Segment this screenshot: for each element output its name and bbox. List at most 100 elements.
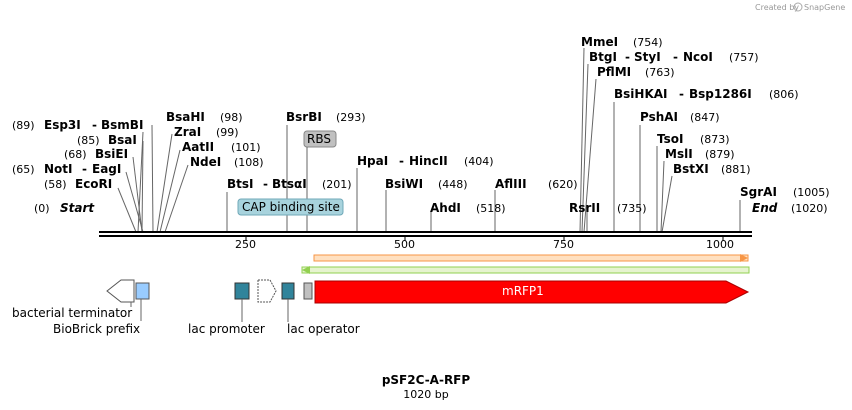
site-tsoi[interactable]: TsoI (873) <box>657 132 730 146</box>
tick-500: 500 <box>394 238 415 251</box>
leader-ecori <box>117 187 137 233</box>
site-btsi[interactable]: BtsI - BtsαI (201) <box>227 177 352 191</box>
svg-text:Bsp1286I: Bsp1286I <box>689 87 752 101</box>
orf-reverse-green[interactable] <box>301 266 750 274</box>
svg-text:PshAI: PshAI <box>640 110 678 124</box>
site-msli[interactable]: MslI (879) <box>665 147 735 161</box>
rbs-box[interactable] <box>303 282 313 300</box>
svg-text:(1020): (1020) <box>791 202 828 215</box>
site-ecori[interactable]: (58) EcoRI <box>44 177 112 191</box>
svg-text:Esp3I: Esp3I <box>44 118 81 132</box>
site-esp3i[interactable]: (89) Esp3I - BsmBI <box>12 118 143 132</box>
cap-site-arrow[interactable] <box>257 279 277 303</box>
svg-text:(89): (89) <box>12 119 35 132</box>
svg-text:(806): (806) <box>769 88 799 101</box>
leader-msli <box>660 160 665 233</box>
site-noti[interactable]: (65) NotI - EagI <box>12 162 121 176</box>
svg-text:AhdI: AhdI <box>430 201 461 215</box>
leader-bsiei <box>132 156 143 233</box>
leader-zrai <box>156 133 173 233</box>
biobrick-prefix-box[interactable] <box>135 282 150 300</box>
svg-text:(735): (735) <box>617 202 647 215</box>
map-subtitle: 1020 bp <box>403 388 448 401</box>
svg-text:StyI: StyI <box>634 50 661 64</box>
leader-ndei <box>164 164 189 233</box>
feature-cap-label[interactable]: CAP binding site <box>237 198 344 216</box>
lac-promoter-box[interactable] <box>234 282 250 300</box>
svg-text:-: - <box>679 87 684 101</box>
biobrick-prefix-label: BioBrick prefix <box>53 322 140 336</box>
feature-rbs-label[interactable]: RBS <box>303 130 337 148</box>
site-bsai[interactable]: (85) BsaI <box>77 133 137 147</box>
mrfp1-label: mRFP1 <box>502 284 544 298</box>
svg-text:HpaI: HpaI <box>357 154 388 168</box>
svg-text:(1005): (1005) <box>793 186 830 199</box>
leader-pflmi <box>583 78 597 233</box>
orf-forward-orange[interactable] <box>313 254 749 262</box>
site-start[interactable]: (0) Start <box>34 201 95 215</box>
site-hpai[interactable]: HpaI - HincII (404) <box>357 154 494 168</box>
site-bstxi[interactable]: BstXI (881) <box>673 162 751 176</box>
leader-aatii <box>159 149 181 233</box>
site-ahdi[interactable]: AhdI (518) <box>430 201 506 215</box>
leader-bsahi <box>151 124 154 233</box>
lac-operator-label: lac operator <box>287 322 360 336</box>
svg-text:-: - <box>92 118 97 132</box>
site-rsrii[interactable]: RsrII (735) <box>569 201 647 215</box>
credit-text: Created by <box>755 3 799 12</box>
svg-text:(518): (518) <box>476 202 506 215</box>
snapgene-logo-icon <box>793 2 803 12</box>
svg-text:(754): (754) <box>633 36 663 49</box>
credit-brand: SnapGene <box>804 3 845 12</box>
bacterial-terminator-arrow[interactable] <box>106 279 135 303</box>
svg-text:(448): (448) <box>438 178 468 191</box>
svg-text:Start: Start <box>60 201 95 215</box>
svg-text:(68): (68) <box>64 148 87 161</box>
svg-text:HincII: HincII <box>409 154 448 168</box>
svg-text:(873): (873) <box>700 133 730 146</box>
site-pflmi[interactable]: PflMI (763) <box>597 65 675 79</box>
site-mmei[interactable]: MmeI (754) <box>581 35 663 49</box>
lac-promoter-label: lac promoter <box>188 322 265 336</box>
svg-text:AflIII: AflIII <box>495 177 527 191</box>
site-btgi[interactable]: BtgI - StyI - NcoI (757) <box>589 50 759 64</box>
site-bsiei[interactable]: (68) BsiEI <box>64 147 128 161</box>
svg-text:-: - <box>263 177 268 191</box>
svg-text:(99): (99) <box>216 126 239 139</box>
tick-250: 250 <box>235 238 256 251</box>
leader-bstxi <box>661 175 673 233</box>
svg-text:BsaHI: BsaHI <box>166 110 205 124</box>
site-sgrai[interactable]: SgrAI (1005) <box>740 185 830 199</box>
svg-text:BsiEI: BsiEI <box>95 147 128 161</box>
svg-text:BsrBI: BsrBI <box>286 110 322 124</box>
site-zrai[interactable]: ZraI (99) <box>174 125 239 139</box>
site-bsihkai[interactable]: BsiHKAI - Bsp1286I (806) <box>614 87 799 101</box>
svg-text:BtgI: BtgI <box>589 50 617 64</box>
site-aatii[interactable]: AatII (101) <box>182 140 261 154</box>
site-afliii[interactable]: AflIII (620) <box>495 177 578 191</box>
site-bsrbi[interactable]: BsrBI (293) <box>286 110 366 124</box>
svg-text:BsmBI: BsmBI <box>101 118 143 132</box>
site-ndei[interactable]: NdeI (108) <box>190 155 264 169</box>
svg-text:(404): (404) <box>464 155 494 168</box>
svg-text:(201): (201) <box>322 178 352 191</box>
svg-text:BstXI: BstXI <box>673 162 709 176</box>
lac-operator-box[interactable] <box>281 282 295 300</box>
svg-text:(879): (879) <box>705 148 735 161</box>
mrfp1-arrow[interactable]: mRFP1 <box>314 280 750 304</box>
site-pshai[interactable]: PshAI (847) <box>640 110 720 124</box>
svg-text:BsiHKAI: BsiHKAI <box>614 87 668 101</box>
site-bsahi[interactable]: BsaHI (98) <box>166 110 243 124</box>
site-bsiwi[interactable]: BsiWI (448) <box>385 177 468 191</box>
svg-text:(881): (881) <box>721 163 751 176</box>
svg-text:-: - <box>399 154 404 168</box>
svg-text:RsrII: RsrII <box>569 201 600 215</box>
svg-text:BtsI: BtsI <box>227 177 254 191</box>
svg-text:(847): (847) <box>690 111 720 124</box>
svg-text:CAP binding site: CAP binding site <box>242 200 340 214</box>
svg-text:(101): (101) <box>231 141 261 154</box>
svg-text:NotI: NotI <box>44 162 73 176</box>
leader-bsai <box>141 140 144 233</box>
site-end[interactable]: End (1020) <box>752 201 828 215</box>
